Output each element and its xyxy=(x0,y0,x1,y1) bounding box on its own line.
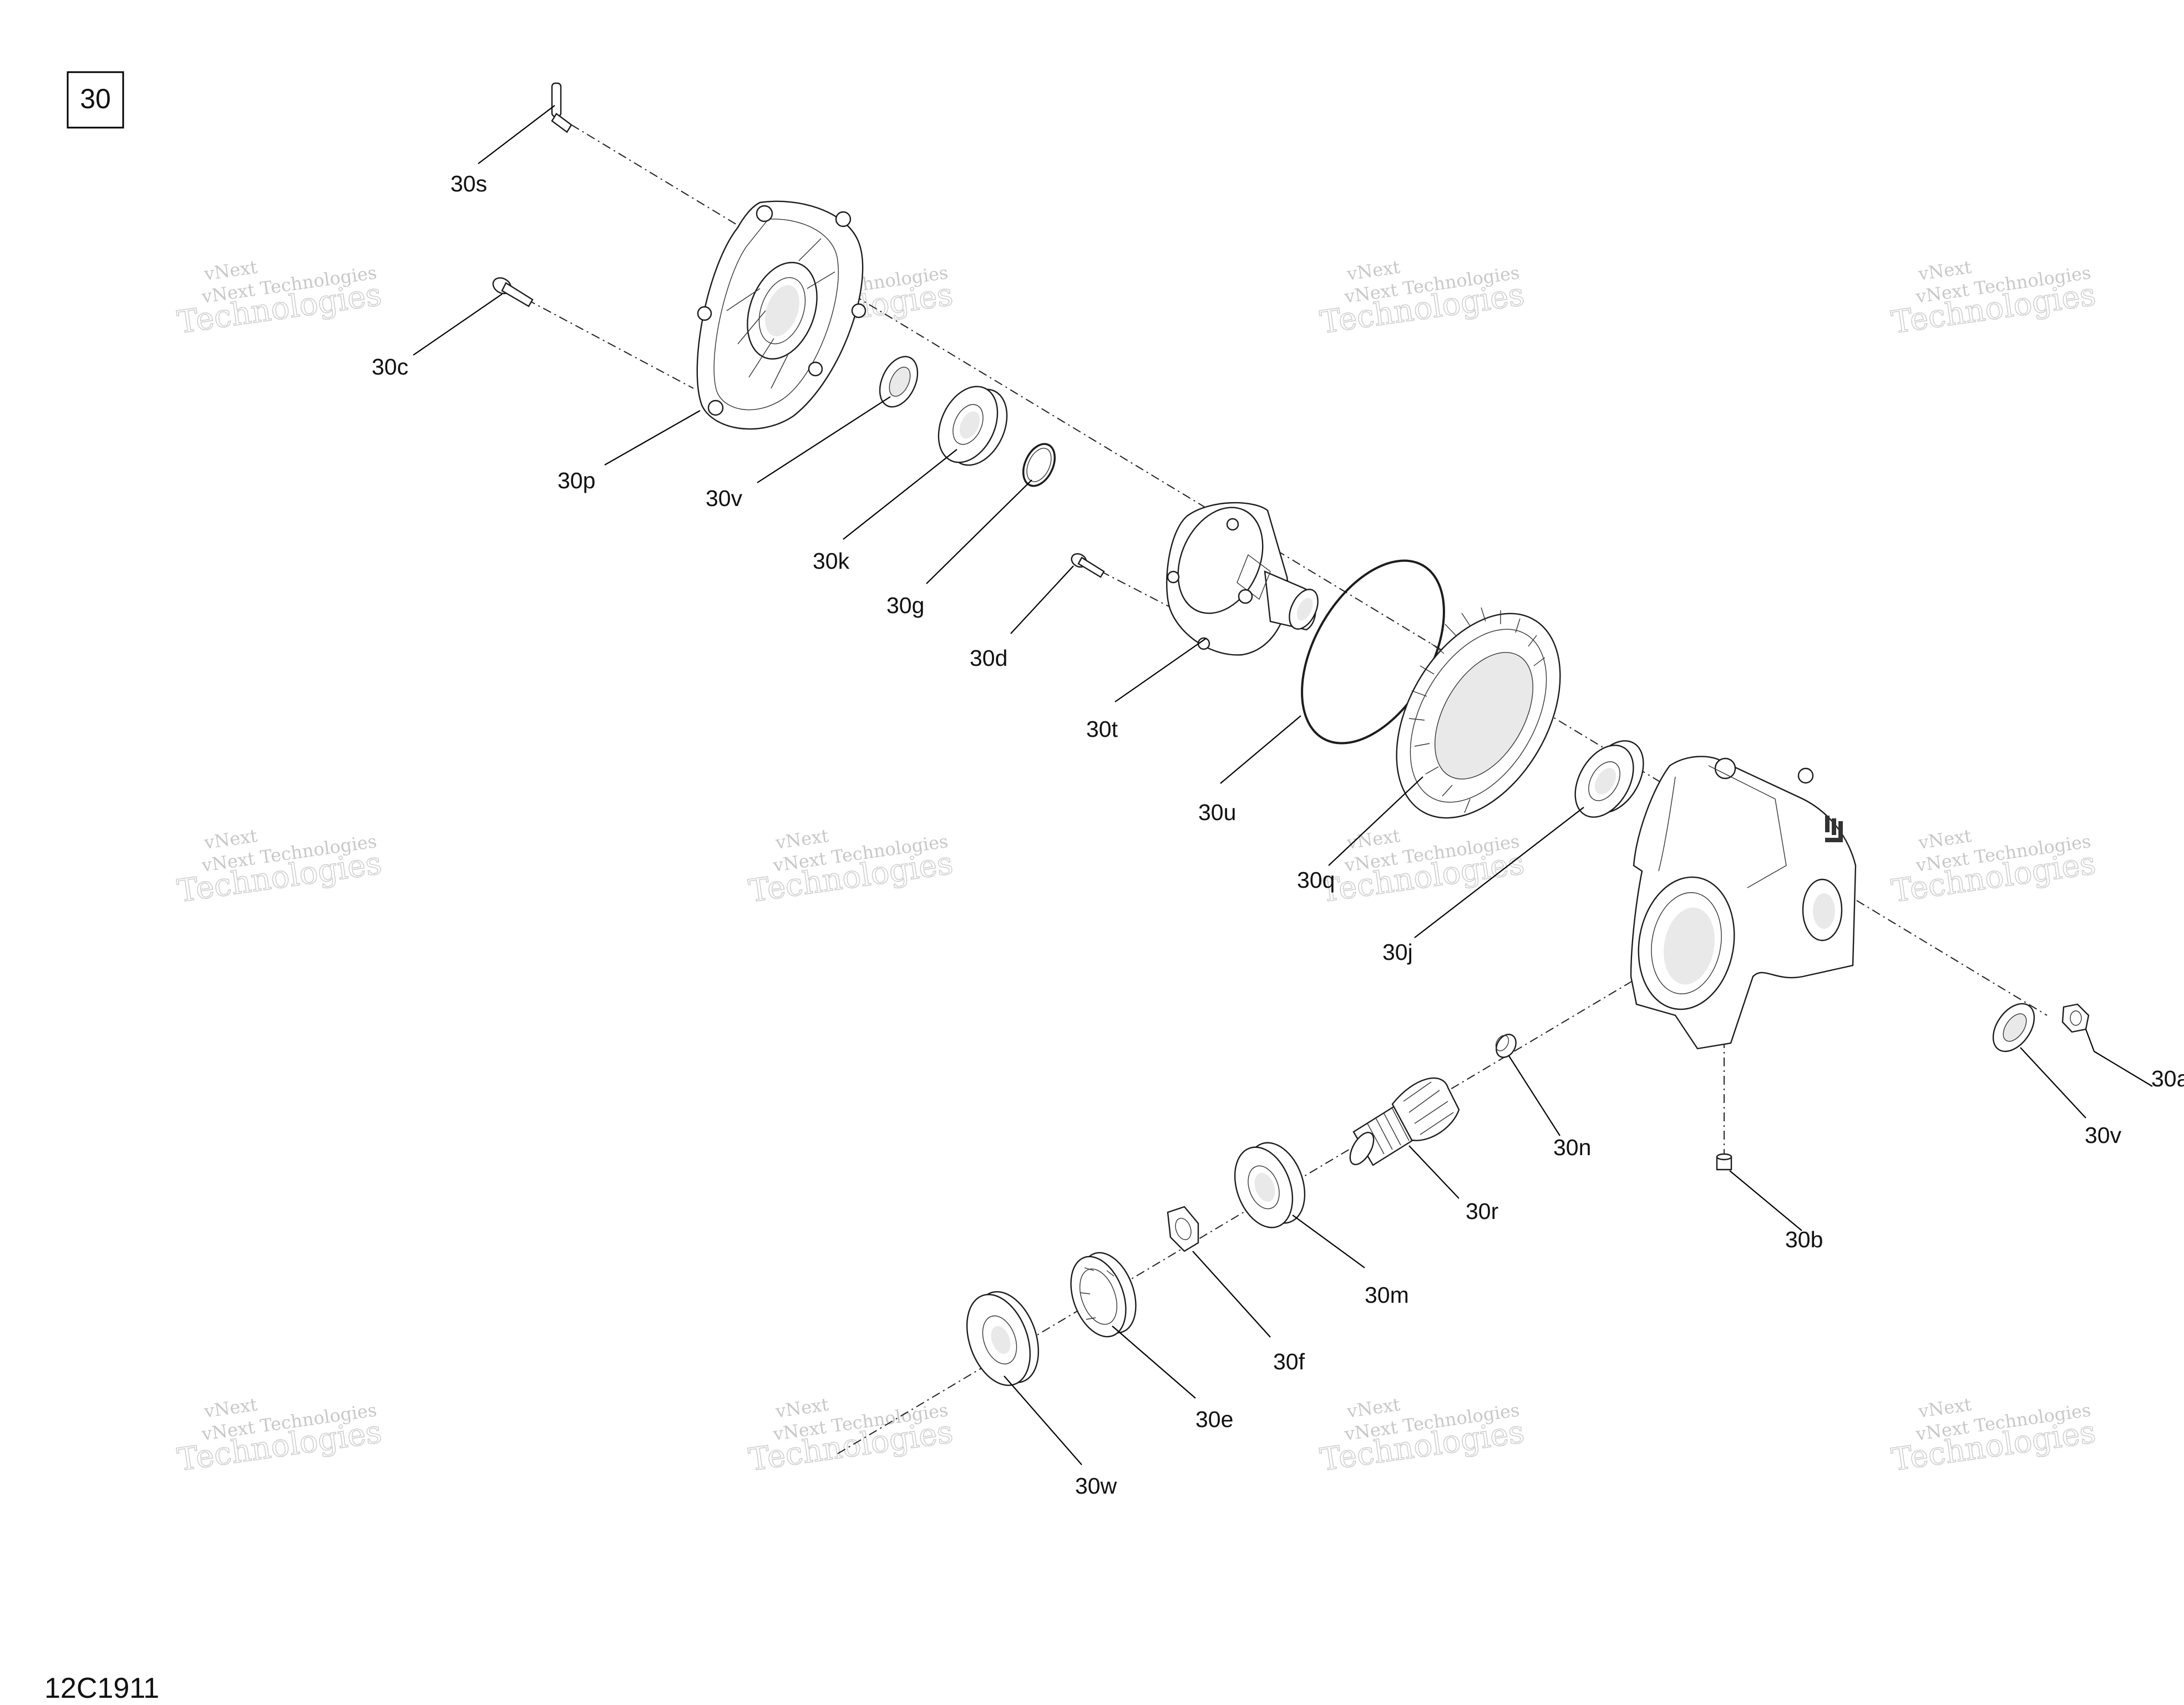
vent-fitting-30s xyxy=(551,82,572,133)
bolt-30c xyxy=(492,277,534,307)
watermark: vNext vNext Technologies Technologies xyxy=(746,825,956,910)
watermark: vNext vNext Technologies Technologies xyxy=(1889,825,2099,910)
callout-30s: 30s xyxy=(450,171,487,196)
figure-number-box: 30 xyxy=(67,71,124,129)
differential-cover-30p xyxy=(696,200,866,430)
bearing-30m xyxy=(1234,1142,1306,1228)
differential-housing xyxy=(1630,756,1857,1050)
callout-30v-right: 30v xyxy=(2085,1122,2122,1148)
plug-30a xyxy=(2061,1003,2090,1033)
callout-30g: 30g xyxy=(886,593,924,618)
callout-30a: 30a xyxy=(2151,1066,2184,1091)
coupler-30e xyxy=(1070,1252,1137,1338)
figure-number: 30 xyxy=(80,83,111,114)
callout-30u: 30u xyxy=(1198,800,1236,825)
watermark: vNext vNext Technologies Technologies xyxy=(1889,1394,2099,1479)
leader-lines xyxy=(413,105,2153,1465)
bolt-axis-30c xyxy=(526,299,694,389)
watermark: vNext vNext Technologies Technologies xyxy=(175,825,384,910)
callout-30j: 30j xyxy=(1382,939,1413,965)
oil-seal-30v-top xyxy=(879,356,919,408)
drawing-code: 12C1911 xyxy=(44,1672,159,1704)
watermark: vNext vNext Technologies Technologies xyxy=(175,1394,384,1479)
nut-30f xyxy=(1167,1206,1199,1252)
bearing-30k xyxy=(938,386,1008,466)
watermark: vNext vNext Technologies Technologies xyxy=(746,1394,956,1479)
callout-30c: 30c xyxy=(372,354,408,380)
spring-30n xyxy=(1495,1034,1517,1058)
watermark: vNext vNext Technologies Technologies xyxy=(1318,256,1527,341)
callout-30p: 30p xyxy=(558,468,595,493)
parts xyxy=(492,82,2090,1387)
callout-30v-top: 30v xyxy=(706,485,743,511)
callout-labels: 30s 30c 30p 30v 30k 30g 30d 30t 30u 30q … xyxy=(372,171,2184,1499)
callout-30f: 30f xyxy=(1273,1349,1305,1374)
callout-30e: 30e xyxy=(1195,1407,1233,1432)
ring-gear-30q xyxy=(1396,607,1561,819)
bearing-30j xyxy=(1574,740,1644,818)
callout-30b: 30b xyxy=(1785,1227,1823,1252)
watermark: vNext vNext Technologies Technologies xyxy=(175,256,384,341)
watermark: vNext vNext Technologies Technologies xyxy=(1889,256,2099,341)
callout-30t: 30t xyxy=(1086,716,1118,742)
bolt-30d xyxy=(1071,553,1105,578)
callout-30k: 30k xyxy=(813,548,850,574)
drain-plug-30b xyxy=(1716,1153,1732,1171)
differential-carrier-30t xyxy=(1166,502,1319,656)
circlip-30g xyxy=(1022,443,1056,487)
callout-30w: 30w xyxy=(1075,1473,1117,1499)
callout-30r: 30r xyxy=(1466,1198,1498,1224)
callout-30q: 30q xyxy=(1297,867,1335,893)
callout-30d: 30d xyxy=(970,645,1007,671)
pinion-shaft-30r xyxy=(1349,1077,1460,1166)
watermark: vNext vNext Technologies Technologies xyxy=(1318,825,1527,910)
watermark: vNext vNext Technologies Technologies xyxy=(1318,1394,1527,1479)
washer-30w xyxy=(966,1291,1040,1387)
callout-30m: 30m xyxy=(1365,1282,1409,1308)
oil-seal-30v-right xyxy=(1992,1003,2035,1053)
callout-30n: 30n xyxy=(1553,1135,1591,1160)
housing-rib-marks xyxy=(1825,816,1843,842)
